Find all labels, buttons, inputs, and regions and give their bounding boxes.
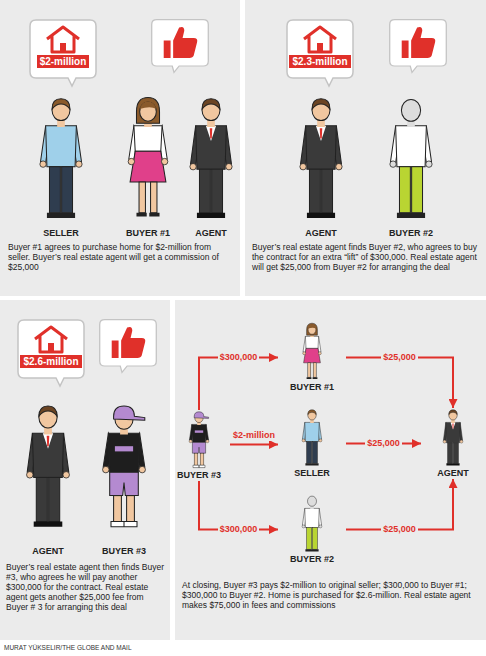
caption: At closing, Buyer #3 pays $2-million to … [182,580,480,610]
figure-label: BUYER #2 [389,228,433,238]
money-arrow [199,358,278,411]
figure-label: AGENT [32,546,64,556]
person-node: SELLER [278,408,346,479]
amount-label: $25,000 [381,524,418,535]
amount-label: $300,000 [218,524,260,535]
bubble-outline [287,20,353,86]
node-text: BUYER #1 [278,382,346,393]
figure-label: SELLER [43,228,79,238]
person-figure [189,412,209,468]
caption: Buyer’s real estate agent finds Buyer #2… [252,242,480,272]
thumbs-up-bubble [390,20,447,73]
money-arrow [346,479,453,530]
buyer-figure [103,406,146,527]
bubble-outline [18,320,84,386]
price-bubble: $2.6-million [16,318,86,388]
speech-bubble [28,18,98,88]
amount-label: $25,000 [381,352,418,363]
seller-figure [40,99,82,218]
money-arrow [199,481,278,530]
credit-line: MURAT YÜKSELIR/THE GLOBE AND MAIL [4,644,132,651]
node-text: AGENT [421,468,485,479]
house-icon [35,327,67,352]
person-figure [433,408,473,468]
node-text: $2.3-million [289,55,350,68]
person-figure [302,410,322,466]
buyer-figure [128,98,168,217]
house-icon [304,27,336,52]
house-icon [47,27,79,52]
person-figure [303,323,322,379]
speech-bubble [285,18,355,88]
figure-label: BUYER #1 [126,228,170,238]
person-node: AGENT [421,408,485,479]
thumbs-up-bubble [100,320,157,373]
person-figure [292,494,332,554]
amount-label: $25,000 [365,438,402,449]
person-figure [302,496,322,551]
money-arrow [346,358,453,409]
agent-figure [190,99,232,218]
person-node: BUYER #1 [278,322,346,393]
money-arrow [230,444,278,446]
bubble-outline [30,20,96,86]
figure-label: AGENT [305,228,337,238]
person-figure [292,322,332,382]
person-node: BUYER #2 [278,494,346,565]
node-text: SELLER [278,468,346,479]
person-node: BUYER #3 [168,410,230,481]
node-text: BUYER #2 [278,554,346,565]
thumbs-up-bubble [152,20,209,73]
panel [175,300,486,640]
price-bubble: $2.3-million [285,18,355,88]
amount-label: $300,000 [218,352,260,363]
person-figure [292,408,332,468]
node-text: BUYER #3 [168,470,230,481]
panel [0,0,240,296]
panel [245,0,486,296]
buyer-figure [390,99,432,217]
figure-label: AGENT [195,228,227,238]
panel [0,300,170,640]
person-figure [179,410,219,470]
node-text: $2-million [37,55,90,68]
price-bubble: $2-million [28,18,98,88]
person-figure [443,410,463,466]
amount-label: $2-million [231,430,277,441]
caption: Buyer #1 agrees to purchase home for $2-… [8,242,234,272]
caption: Buyer’s real estate agent then finds Buy… [6,562,166,612]
speech-bubble [16,318,86,388]
figure-label: BUYER #3 [102,546,146,556]
agent-figure [27,406,70,527]
node-text: $2.6-million [20,355,81,368]
agent-figure [300,99,342,218]
